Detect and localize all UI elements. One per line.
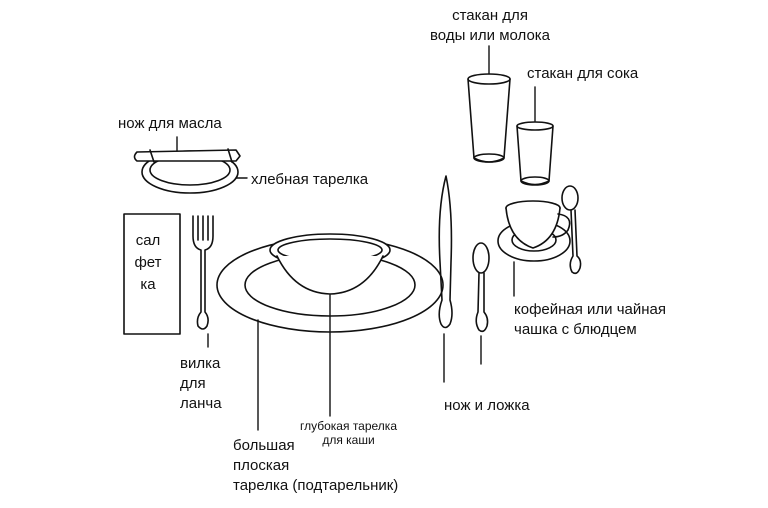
bowl-icon <box>269 233 391 295</box>
cup-saucer-icon <box>497 200 571 262</box>
water-glass-label: стакан для воды или молока <box>430 7 551 44</box>
spoon-icon <box>472 242 490 333</box>
teaspoon-icon <box>561 185 582 275</box>
charger-plate-label: большая плоская тарелка (подтарельник) <box>233 437 399 494</box>
fork-icon <box>192 215 214 330</box>
knife-icon <box>438 175 453 329</box>
juice-glass-icon <box>516 121 554 186</box>
butter-knife-label: нож для масла <box>118 115 222 132</box>
butter-knife-icon <box>133 148 241 163</box>
cup-saucer-label: кофейная или чайная чашка с блюдцем <box>514 301 667 338</box>
bowl-label: глубокая тарелка для каши <box>300 419 397 447</box>
leader-lines <box>176 45 536 431</box>
water-glass-icon <box>467 73 511 163</box>
juice-glass-label: стакан для сока <box>527 65 639 82</box>
fork-label: вилка для ланча <box>180 355 222 412</box>
knife-spoon-label: нож и ложка <box>444 397 530 414</box>
bread-plate-label: хлебная тарелка <box>251 171 369 188</box>
napkin-icon <box>123 213 181 335</box>
napkin-label: сал фет ка <box>134 232 162 293</box>
